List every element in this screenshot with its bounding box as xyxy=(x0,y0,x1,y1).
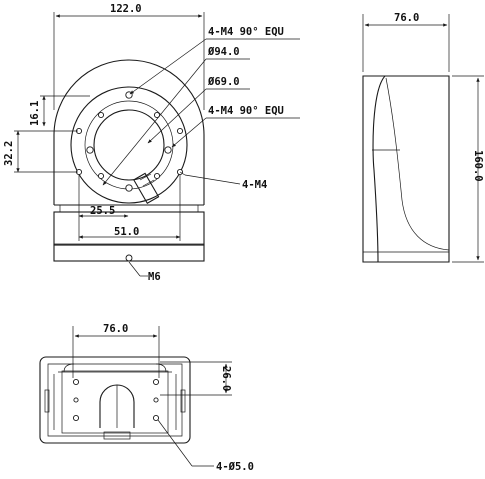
side-height-dimension: 160.0 xyxy=(452,75,484,263)
mounting-holes xyxy=(75,91,184,262)
front-width-label: 122.0 xyxy=(110,3,142,15)
dim-51-label: 51.0 xyxy=(114,226,139,238)
callout-holes: 4-Ø5.0 xyxy=(216,461,254,473)
side-width-dimension: 76.0 xyxy=(362,12,450,72)
bottom-offset-dimension: 26.0 xyxy=(160,361,232,396)
bottom-view-holes xyxy=(72,378,160,422)
front-view: 122.0 4-M4 90° EQU Ø94.0 Ø69.0 4-M4 90° … xyxy=(3,3,300,283)
callout-m6: M6 xyxy=(148,271,161,283)
callout-dia-outer: Ø94.0 xyxy=(207,46,240,58)
bottom-hole-callout: 4-Ø5.0 xyxy=(157,419,254,473)
side-height-label: 160.0 xyxy=(472,150,484,182)
callout-dia-inner: Ø69.0 xyxy=(207,76,240,88)
bottom-view: 76.0 26.0 4-Ø5.0 xyxy=(39,323,254,473)
cable-gland xyxy=(133,172,160,205)
side-view: 76.0 160.0 xyxy=(362,12,484,263)
bottom-width-dimension: 76.0 xyxy=(72,323,160,378)
front-callouts: 4-M4 90° EQU Ø94.0 Ø69.0 4-M4 90° EQU 4-… xyxy=(102,26,300,191)
dim-16-label: 16.1 xyxy=(29,101,41,126)
bottom-width-label: 76.0 xyxy=(103,323,128,335)
bottom-offset-label: 26.0 xyxy=(220,366,232,391)
callout-screw-top: 4-M4 90° EQU xyxy=(208,26,284,38)
side-width-label: 76.0 xyxy=(394,12,419,24)
bottom-view-center xyxy=(99,384,135,428)
callout-m4: 4-M4 xyxy=(242,179,267,191)
dim-25-label: 25.5 xyxy=(90,205,115,217)
bottom-view-slots xyxy=(44,374,186,430)
callout-screw-mid: 4-M4 90° EQU xyxy=(208,105,284,117)
front-bottom-dimensions: 25.5 51.0 M6 xyxy=(78,175,181,283)
front-left-dimensions: 16.1 32.2 xyxy=(3,95,90,173)
dim-32-label: 32.2 xyxy=(3,141,15,166)
